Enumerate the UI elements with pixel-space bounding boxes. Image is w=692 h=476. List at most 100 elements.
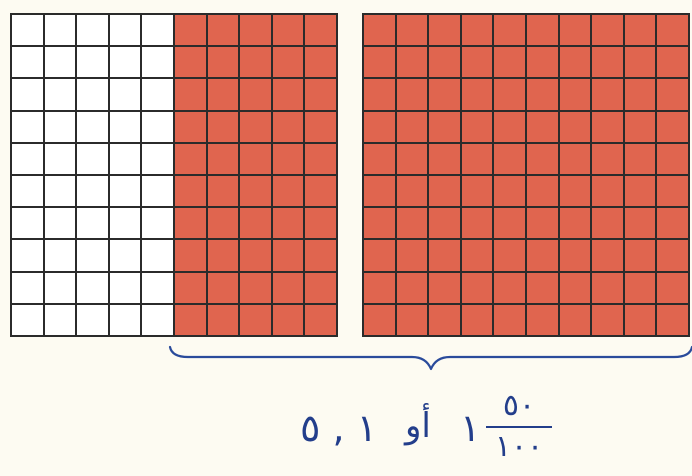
shaded-square (271, 142, 305, 175)
unshaded-square (76, 46, 109, 79)
unshaded-square (141, 110, 174, 143)
shaded-square (206, 207, 240, 240)
unshaded-square (11, 175, 44, 208)
unshaded-square (76, 14, 109, 47)
shaded-square (558, 239, 592, 272)
shaded-square (206, 14, 240, 47)
shaded-square (558, 271, 592, 304)
unshaded-square (11, 207, 44, 240)
shaded-square (493, 271, 526, 304)
shaded-square (304, 207, 337, 240)
shaded-square (304, 46, 337, 79)
shaded-square (173, 110, 207, 143)
shaded-square (395, 14, 429, 47)
shaded-square (525, 175, 559, 208)
shaded-square (363, 303, 396, 336)
shaded-square (591, 239, 624, 272)
or-word: أو (405, 406, 431, 446)
shaded-square (460, 271, 494, 304)
shaded-square (428, 271, 461, 304)
fraction-denominator: ١٠٠ (494, 429, 544, 464)
shaded-square (239, 239, 272, 272)
unshaded-square (43, 303, 77, 336)
shaded-square (239, 78, 272, 111)
unshaded-square (108, 142, 142, 175)
shaded-square (271, 175, 305, 208)
shaded-square (623, 142, 657, 175)
shaded-square (304, 303, 337, 336)
shaded-square (428, 142, 461, 175)
shaded-square (363, 14, 396, 47)
unshaded-square (76, 142, 109, 175)
unshaded-square (11, 142, 44, 175)
shaded-square (304, 175, 337, 208)
brace-path (168, 345, 692, 371)
unshaded-square (141, 175, 174, 208)
shaded-square (206, 175, 240, 208)
shaded-square (493, 110, 526, 143)
shaded-square (428, 46, 461, 79)
unshaded-square (76, 207, 109, 240)
shaded-square (656, 271, 689, 304)
shaded-square (304, 78, 337, 111)
shaded-square (558, 303, 592, 336)
shaded-square (623, 175, 657, 208)
shaded-square (656, 46, 689, 79)
shaded-square (173, 142, 207, 175)
shaded-square (395, 142, 429, 175)
shaded-square (558, 142, 592, 175)
shaded-square (173, 78, 207, 111)
shaded-square (493, 303, 526, 336)
shaded-square (271, 78, 305, 111)
shaded-square (493, 175, 526, 208)
shaded-square (525, 78, 559, 111)
shaded-square (623, 303, 657, 336)
unshaded-square (108, 207, 142, 240)
shaded-square (395, 46, 429, 79)
shaded-square (591, 78, 624, 111)
unshaded-square (11, 271, 44, 304)
fraction-numerator: ٥٠ (502, 388, 536, 423)
shaded-square (460, 303, 494, 336)
shaded-square (271, 110, 305, 143)
shaded-square (428, 239, 461, 272)
shaded-square (206, 110, 240, 143)
shaded-square (173, 14, 207, 47)
shaded-square (460, 142, 494, 175)
shaded-square (363, 78, 396, 111)
shaded-square (173, 303, 207, 336)
shaded-square (304, 142, 337, 175)
shaded-square (206, 78, 240, 111)
unshaded-square (76, 175, 109, 208)
shaded-square (460, 239, 494, 272)
shaded-square (656, 78, 689, 111)
unshaded-square (108, 78, 142, 111)
unshaded-square (141, 207, 174, 240)
shaded-square (428, 175, 461, 208)
shaded-square (395, 175, 429, 208)
shaded-square (525, 14, 559, 47)
shaded-square (271, 271, 305, 304)
shaded-square (173, 207, 207, 240)
unshaded-square (43, 110, 77, 143)
shaded-square (395, 110, 429, 143)
unshaded-square (108, 303, 142, 336)
shaded-square (525, 46, 559, 79)
unshaded-square (43, 14, 77, 47)
shaded-square (558, 110, 592, 143)
shaded-square (428, 303, 461, 336)
shaded-square (656, 142, 689, 175)
unshaded-square (11, 14, 44, 47)
shaded-square (395, 207, 429, 240)
unshaded-square (43, 207, 77, 240)
unshaded-square (11, 78, 44, 111)
shaded-square (493, 142, 526, 175)
shaded-square (558, 207, 592, 240)
shaded-square (239, 142, 272, 175)
shaded-square (428, 110, 461, 143)
shaded-square (395, 239, 429, 272)
decimal-value: ١ , ٥ (300, 406, 378, 450)
shaded-square (656, 175, 689, 208)
shaded-square (460, 78, 494, 111)
shaded-square (206, 142, 240, 175)
